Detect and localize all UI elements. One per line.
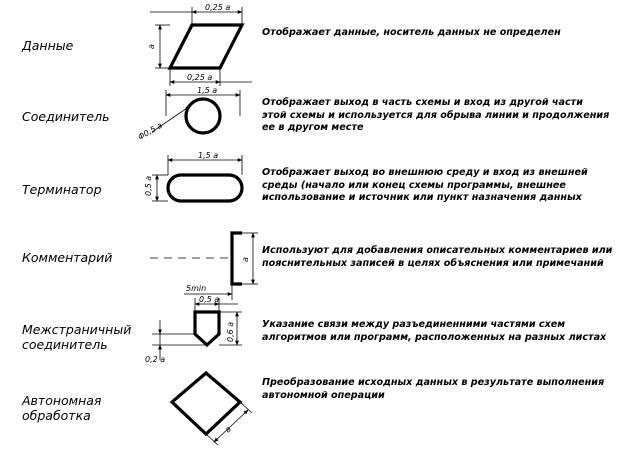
description-terminator: Отображает выход во внешнюю среду и вход… bbox=[262, 167, 588, 203]
description-offpage-connector: Указание связи между разъединенними част… bbox=[262, 319, 607, 343]
data-dim-side: a bbox=[147, 44, 156, 49]
description-data: Отображает данные, носитель данных не оп… bbox=[262, 27, 561, 38]
offpage-connector-symbol: 0,5 a 0,6 a 0,2 a bbox=[145, 295, 242, 364]
comment-dim-height: a bbox=[241, 257, 250, 262]
label-terminator: Терминатор bbox=[22, 182, 102, 197]
label-offline-processing: Автономная обработка bbox=[22, 393, 102, 423]
connector-dim-width: 1,5 a bbox=[197, 86, 217, 95]
data-symbol: 0,25 a a 0,25 a bbox=[147, 3, 252, 86]
description-comment: Используют для добавления описательных к… bbox=[262, 245, 613, 269]
comment-symbol: a 5min bbox=[150, 231, 258, 300]
label-connector: Соединитель bbox=[22, 109, 110, 124]
offline-dim-side: a bbox=[223, 424, 233, 434]
comment-dim-min: 5min bbox=[186, 284, 206, 293]
description-offline-processing: Преобразование исходных данных в результ… bbox=[262, 377, 605, 401]
connector-dim-diameter: Φ0,5 a bbox=[137, 121, 165, 142]
terminator-symbol: 1,5 a 0,5 a bbox=[144, 151, 244, 203]
description-connector: Отображает выход в часть схемы и вход из… bbox=[262, 97, 610, 133]
data-dim-bottom: 0,25 a bbox=[187, 73, 212, 82]
label-comment: Комментарий bbox=[22, 250, 113, 265]
connector-symbol: 1,5 a Φ0,5 a bbox=[137, 86, 241, 142]
label-data: Данные bbox=[22, 38, 74, 53]
terminator-dim-height: 0,5 a bbox=[144, 176, 153, 196]
data-dim-top: 0,25 a bbox=[205, 3, 230, 12]
offpage-dim-width: 0,5 a bbox=[199, 295, 219, 304]
offpage-dim-height: 0,6 a bbox=[226, 322, 235, 342]
label-offpage-connector: Межстраничный соединитель bbox=[22, 322, 132, 352]
offline-processing-symbol: a bbox=[169, 370, 253, 446]
terminator-dim-width: 1,5 a bbox=[198, 151, 218, 160]
offpage-dim-tip: 0,2 a bbox=[145, 355, 165, 364]
